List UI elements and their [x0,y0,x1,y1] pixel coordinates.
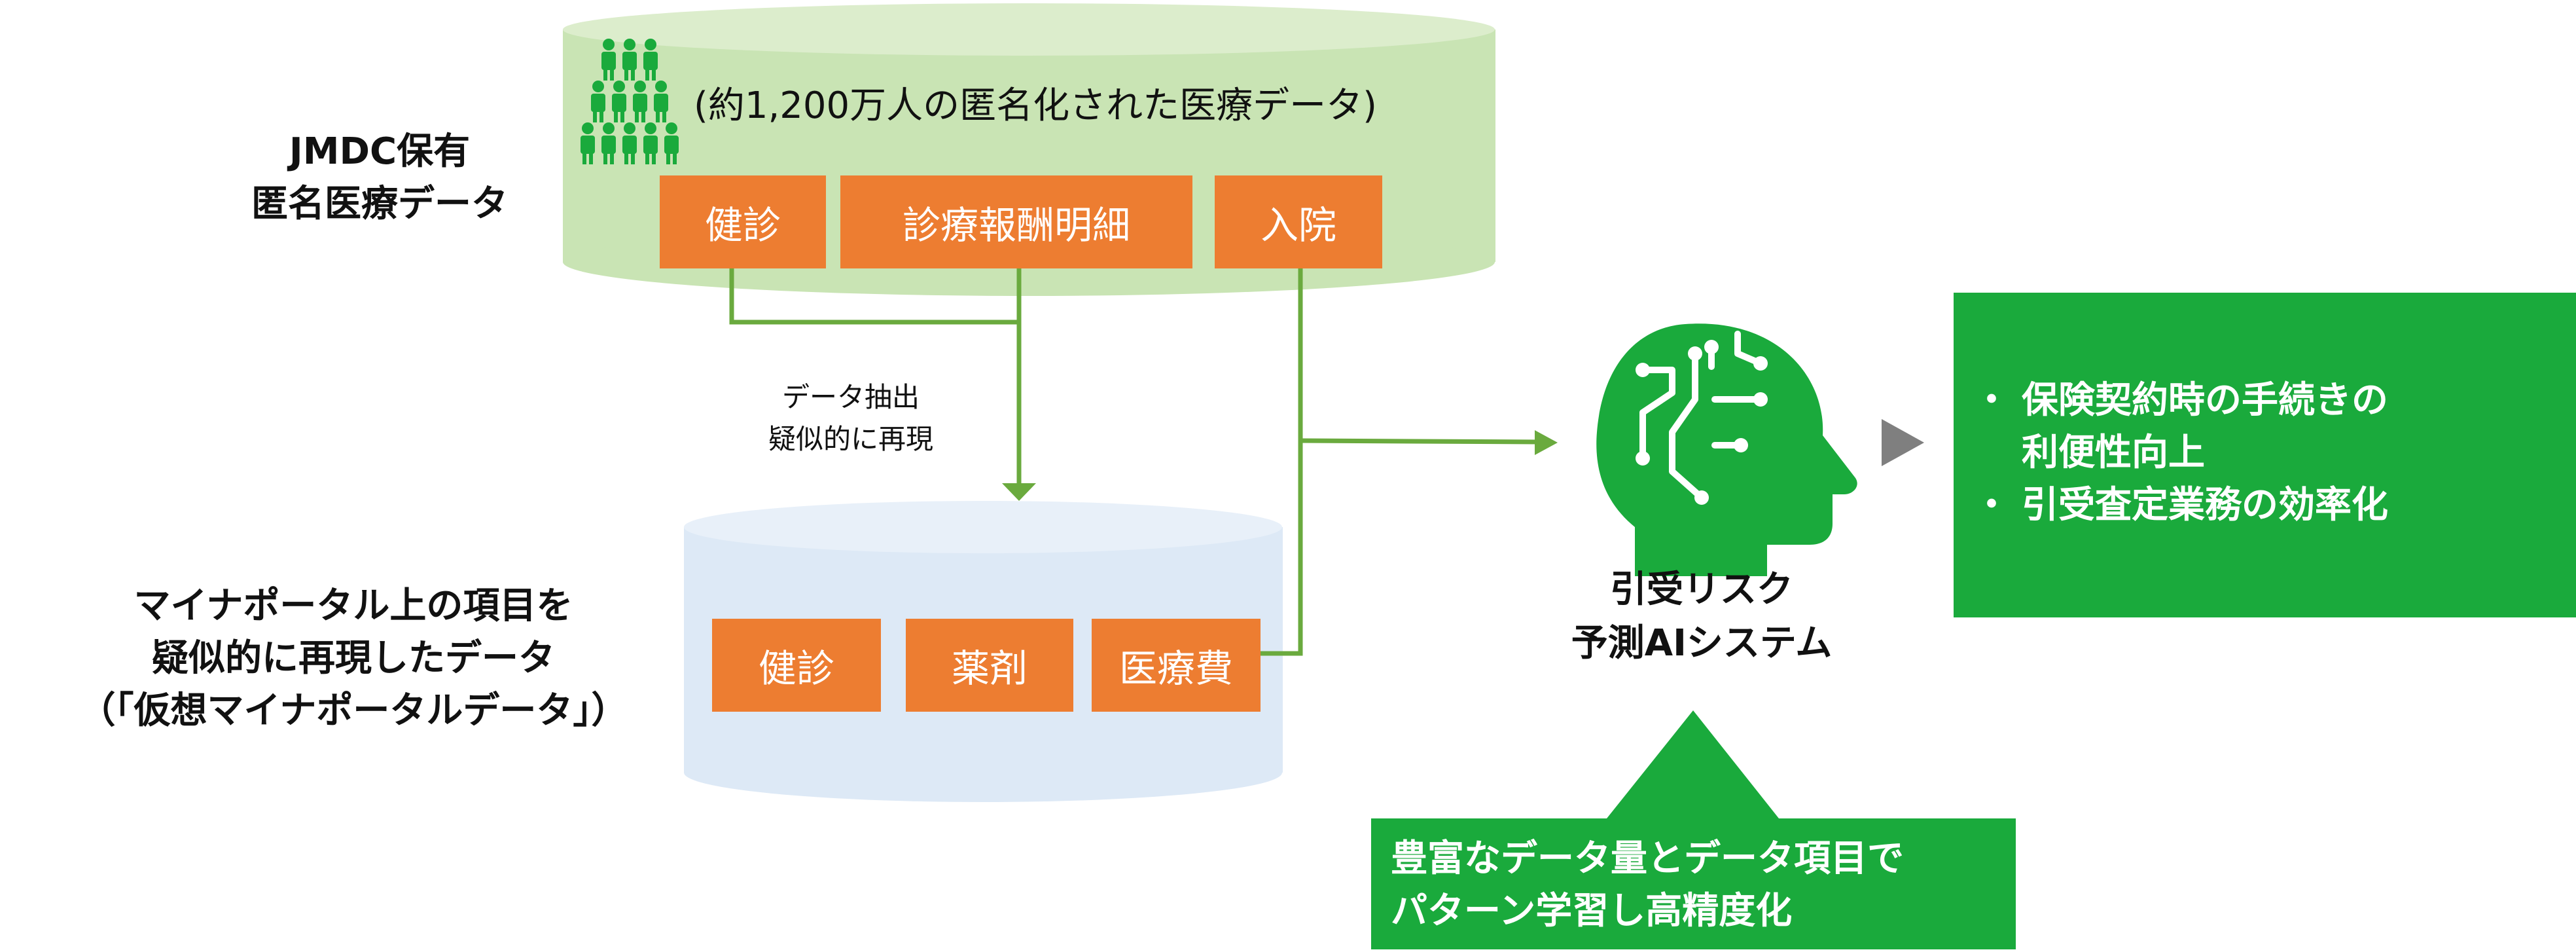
connector-lines [729,268,1539,656]
jmdc-label: JMDC保有 匿名医療データ [236,126,524,230]
jmdc-caption: (約1,200万人の匿名化された医療データ) [694,84,1378,127]
up-triangle-icon [1607,710,1779,818]
learning-line1: 豊富なデータ量とデータ項目で [1391,837,1904,880]
ai-head-icon [1596,323,1857,576]
virtual-item-iryohi: 医療費 [1092,619,1261,712]
virtual-label-line3: （「仮想マイナポータルデータ」） [79,689,628,732]
virtual-label: マイナポータル上の項目を 疑似的に再現したデータ （「仮想マイナポータルデータ」… [39,580,668,737]
bullet: ・ [1973,379,2010,422]
ai-system-label: 引受リスク 予測AIシステム [1518,563,1885,670]
jmdc-label-line2: 匿名医療データ [251,183,508,225]
virtual-label-line2: 疑似的に再現したデータ [152,637,555,680]
benefits-box: ・ 保険契約時の手続きの 利便性向上 ・ 引受査定業務の効率化 [1954,293,2576,617]
virtual-item-kenshin: 健診 [712,619,881,712]
jmdc-item-nyuin: 入院 [1215,175,1382,268]
benefit-item-2-text: 引受査定業務の効率化 [2022,484,2388,526]
arrow-right-icon [1535,430,1558,455]
extraction-label: データ抽出 疑似的に再現 [753,376,949,460]
benefit-item-2: ・ 引受査定業務の効率化 [1973,479,2576,532]
ai-system-line1: 引受リスク [1610,568,1793,611]
ai-system-line2: 予測AIシステム [1571,622,1833,665]
connector-kenshin [729,268,1019,325]
jmdc-label-line1: JMDC保有 [289,130,471,173]
benefit-item-1-line1: 保険契約時の手続きの [2022,379,2388,422]
benefit-item-1: ・ 保険契約時の手続きの 利便性向上 [1973,375,2576,479]
arrow-down-icon [1002,483,1036,501]
bullet: ・ [1973,484,2010,526]
benefit-item-1-line2: 利便性向上 [2022,431,2205,474]
jmdc-item-kenshin: 健診 [660,175,826,268]
virtual-label-line1: マイナポータル上の項目を [134,585,573,627]
extraction-line2: 疑似的に再現 [768,423,933,455]
connector-to-ai [1300,438,1539,445]
virtual-item-yakuzai: 薬剤 [906,619,1073,712]
right-triangle-icon [1882,419,1924,466]
people-icon [581,39,679,164]
learning-line2: パターン学習し高精度化 [1391,890,1793,932]
extraction-line1: データ抽出 [781,381,920,413]
learning-box: 豊富なデータ量とデータ項目で パターン学習し高精度化 [1371,818,2016,949]
jmdc-item-shinryo-hoshu: 診療報酬明細 [840,175,1192,268]
connector-nyuin [1261,268,1303,656]
